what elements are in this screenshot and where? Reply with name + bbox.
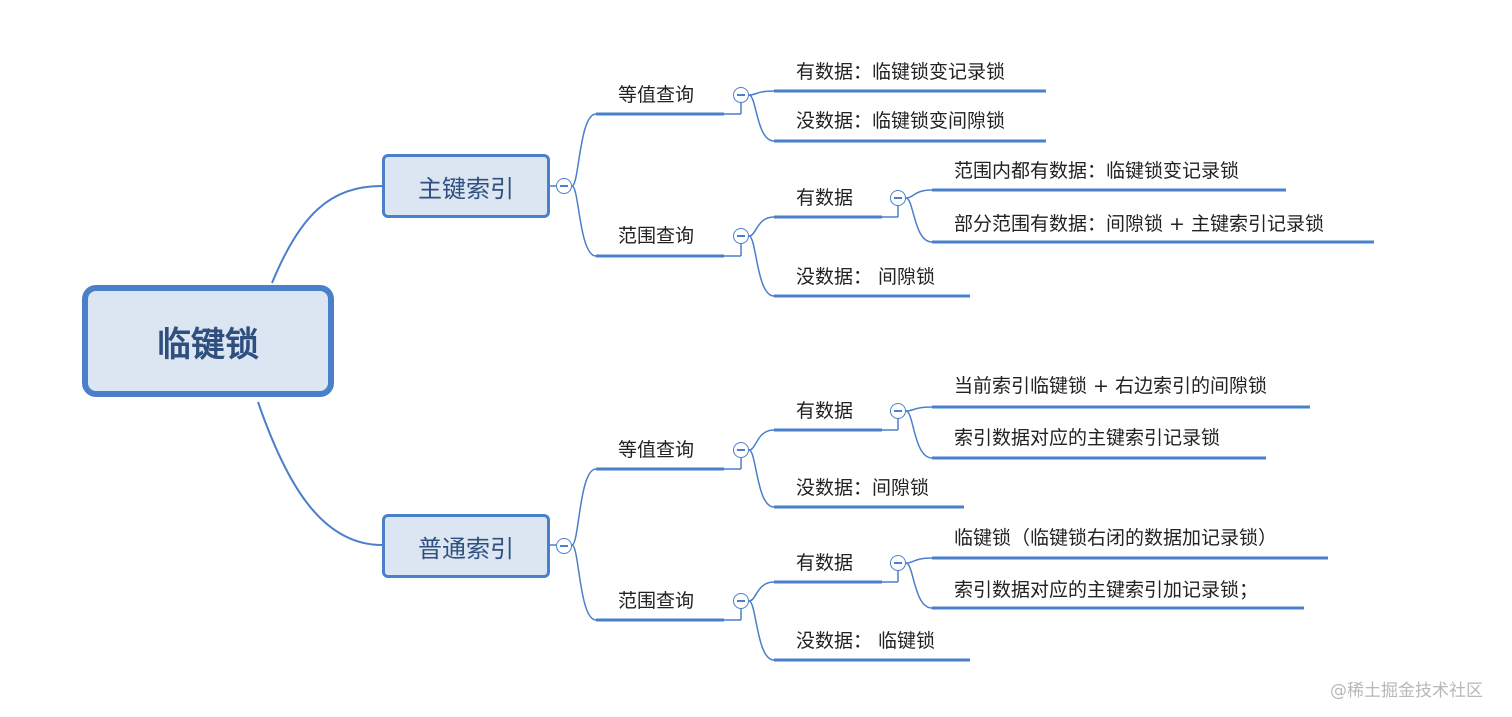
branch-node-label: 普通索引	[418, 534, 514, 563]
topic-label[interactable]: 没数据：临键锁变间隙锁	[796, 110, 1006, 132]
branch-node-label: 主键索引	[418, 174, 514, 203]
collapse-icon[interactable]	[890, 190, 906, 206]
topic-label[interactable]: 没数据：间隙锁	[796, 477, 930, 499]
topic-label[interactable]: 部分范围有数据：间隙锁 + 主键索引记录锁	[954, 213, 1325, 235]
collapse-icon[interactable]	[556, 538, 572, 554]
topic-label[interactable]: 临键锁（临键锁右闭的数据加记录锁）	[954, 527, 1278, 549]
topic-label[interactable]: 范围查询	[618, 590, 695, 612]
topic-label[interactable]: 有数据：临键锁变记录锁	[796, 61, 1006, 83]
topic-label[interactable]: 范围内都有数据：临键锁变记录锁	[954, 160, 1240, 182]
topic-label[interactable]: 有数据	[796, 400, 854, 422]
topic-label[interactable]: 索引数据对应的主键索引加记录锁；	[954, 579, 1259, 601]
topic-label[interactable]: 有数据	[796, 552, 854, 574]
collapse-icon[interactable]	[890, 555, 906, 571]
topic-label[interactable]: 索引数据对应的主键索引记录锁	[954, 427, 1221, 449]
connector-curve	[748, 449, 775, 508]
connector-curve	[905, 406, 933, 412]
connector-curve	[571, 544, 597, 621]
collapse-icon[interactable]	[556, 178, 572, 194]
branch-node-primary-index[interactable]: 主键索引	[382, 154, 550, 218]
connector-curve	[748, 581, 775, 602]
branch-node-secondary-index[interactable]: 普通索引	[382, 514, 550, 578]
topic-label[interactable]: 等值查询	[618, 439, 695, 461]
topic-label[interactable]: 范围查询	[618, 225, 695, 247]
connector-curve	[905, 189, 933, 199]
collapse-icon[interactable]	[890, 403, 906, 419]
connector-curve	[571, 113, 597, 187]
collapse-icon[interactable]	[733, 87, 749, 103]
connector-curve	[748, 94, 775, 142]
connector-curve	[748, 235, 775, 297]
connector-curve	[905, 197, 933, 243]
topic-label[interactable]: 有数据	[796, 187, 854, 209]
connector-curve	[748, 90, 775, 96]
topic-label[interactable]: 没数据： 临键锁	[796, 630, 936, 652]
connector-curve	[571, 468, 597, 546]
watermark: @稀土掘金技术社区	[1330, 681, 1483, 701]
connector-curve	[748, 600, 775, 661]
connector-curve	[748, 216, 775, 237]
connector-curve	[905, 410, 933, 459]
topic-label[interactable]: 当前索引临键锁 + 右边索引的间隙锁	[954, 375, 1267, 397]
root-node-label: 临键锁	[157, 324, 259, 365]
collapse-icon[interactable]	[733, 442, 749, 458]
connector-curve	[748, 429, 775, 451]
connector-curve	[905, 557, 933, 564]
connector-curve	[271, 185, 383, 284]
collapse-icon[interactable]	[733, 228, 749, 244]
connector-curve	[905, 562, 933, 609]
topic-label[interactable]: 没数据： 间隙锁	[796, 266, 936, 288]
connector-curve	[571, 185, 597, 257]
topic-label[interactable]: 等值查询	[618, 84, 695, 106]
collapse-icon[interactable]	[733, 593, 749, 609]
root-node[interactable]: 临键锁	[82, 285, 334, 397]
connector-curve	[257, 401, 383, 546]
